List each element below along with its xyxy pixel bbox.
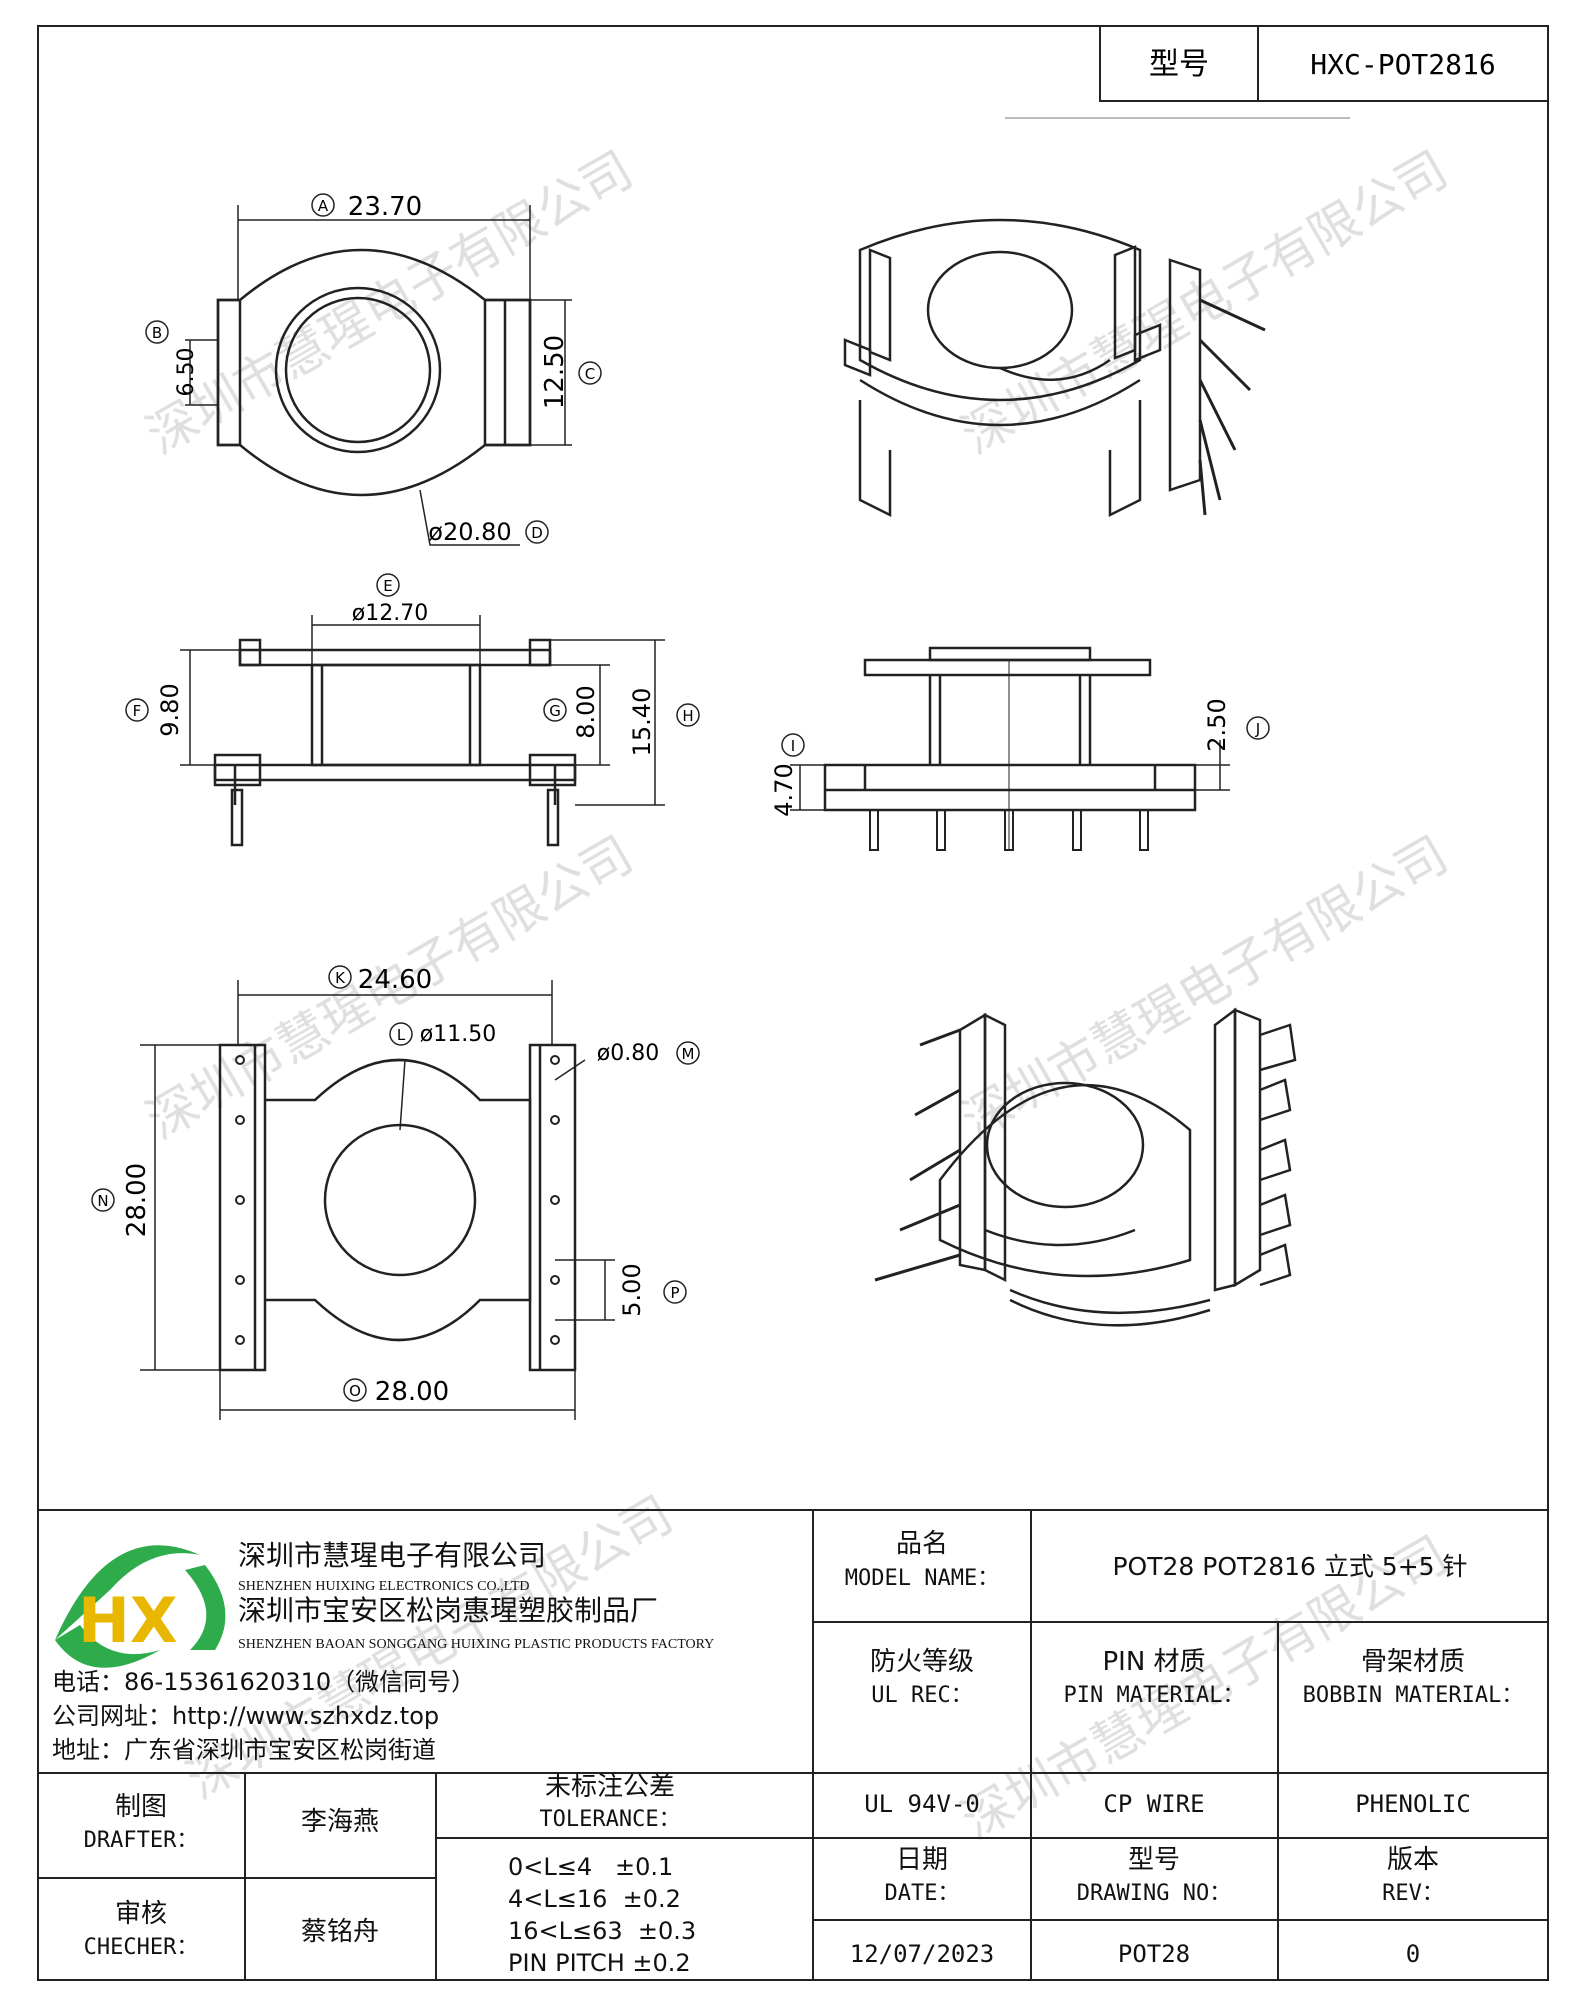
model-header-label: 型号 bbox=[1149, 47, 1209, 82]
dim-l-value: ø11.50 bbox=[420, 1022, 496, 1047]
drawing-no-label-cn: 型号 bbox=[1128, 1845, 1180, 1875]
dim-i-value: 4.70 bbox=[770, 763, 798, 816]
company-name-cn: 深圳市慧瑆电子有限公司 bbox=[238, 1539, 546, 1572]
side-view bbox=[790, 646, 1230, 851]
bobbin-material-label-en: BOBBIN MATERIAL： bbox=[1303, 1683, 1524, 1708]
dim-h-value: 15.40 bbox=[628, 688, 656, 757]
dim-l-letter: L bbox=[397, 1026, 406, 1044]
drawing-no-value: POT28 bbox=[1118, 1940, 1190, 1968]
dim-e-letter: E bbox=[383, 577, 392, 595]
dim-f-value: 9.80 bbox=[156, 683, 184, 736]
dim-i-letter: I bbox=[791, 737, 795, 755]
pin-material-label-en: PIN MATERIAL： bbox=[1064, 1683, 1245, 1708]
title-block-text: 品名 MODEL NAME： POT28 POT2816 立式 5+5 针 防火… bbox=[84, 1529, 1524, 1968]
model-header: 型号 HXC-POT2816 bbox=[1005, 25, 1549, 119]
model-name-label-cn: 品名 bbox=[896, 1529, 948, 1559]
dim-e-value: ø12.70 bbox=[352, 601, 428, 626]
checker-value: 蔡铭舟 bbox=[301, 1917, 379, 1947]
tolerance-label-en: TOLERANCE： bbox=[539, 1807, 680, 1832]
dim-m-letter: M bbox=[682, 1045, 695, 1063]
dim-d-letter: D bbox=[531, 524, 543, 542]
tolerance-label-cn: 未标注公差 bbox=[545, 1772, 675, 1802]
sheet-border bbox=[37, 25, 1549, 1981]
company-name-en: SHENZHEN HUIXING ELECTRONICS CO.,LTD bbox=[238, 1579, 530, 1594]
front-view-labels: E ø12.70 F 9.80 G 8.00 15.40 H bbox=[125, 573, 700, 757]
dim-b-value: 6.50 bbox=[174, 348, 199, 397]
dim-b-letter: B bbox=[152, 324, 162, 342]
bobbin-material-value: PHENOLIC bbox=[1355, 1790, 1471, 1818]
watermark-1: 深圳市慧瑆电子有限公司 bbox=[137, 140, 642, 465]
checker-label-en: CHECHER： bbox=[84, 1935, 199, 1960]
model-header-value: HXC-POT2816 bbox=[1310, 48, 1495, 81]
dim-g-letter: G bbox=[549, 702, 561, 720]
dim-o-letter: O bbox=[349, 1382, 361, 1400]
dim-m-value: ø0.80 bbox=[597, 1041, 659, 1066]
ul-value: UL 94V-0 bbox=[864, 1790, 980, 1818]
company-logo: HX bbox=[55, 1545, 226, 1668]
checker-label-cn: 审核 bbox=[115, 1899, 167, 1929]
dim-n-letter: N bbox=[97, 1192, 108, 1210]
dim-a-value: 23.70 bbox=[348, 192, 422, 222]
side-view-labels: I 4.70 2.50 J bbox=[770, 698, 1270, 817]
dim-d-value: ø20.80 bbox=[428, 518, 511, 546]
model-name-value: POT28 POT2816 立式 5+5 针 bbox=[1112, 1552, 1467, 1581]
dim-c-value: 12.50 bbox=[540, 335, 570, 409]
company-address: 地址：广东省深圳市宝安区松岗街道 bbox=[52, 1736, 436, 1764]
date-label-en: DATE： bbox=[885, 1881, 960, 1906]
tolerance-line: 0<L≤4 ±0.1 bbox=[508, 1853, 673, 1881]
dim-p-value: 5.00 bbox=[618, 1263, 646, 1316]
bottom-view bbox=[140, 980, 615, 1420]
rev-label-cn: 版本 bbox=[1387, 1845, 1439, 1875]
company-website: 公司网址：http://www.szhxdz.top bbox=[52, 1702, 439, 1730]
logo-text: HX bbox=[78, 1584, 178, 1657]
dim-o-value: 28.00 bbox=[375, 1377, 449, 1407]
tolerance-table: 0<L≤4 ±0.1 4<L≤16 ±0.2 16<L≤63 ±0.3 PIN … bbox=[508, 1853, 696, 1977]
tolerance-line: PIN PITCH ±0.2 bbox=[508, 1949, 691, 1977]
dim-p-letter: P bbox=[670, 1284, 679, 1302]
drawing-no-label-en: DRAWING NO： bbox=[1077, 1881, 1231, 1906]
top-view bbox=[185, 205, 572, 546]
tolerance-line: 16<L≤63 ±0.3 bbox=[508, 1917, 696, 1945]
dim-g-value: 8.00 bbox=[572, 685, 600, 738]
bobbin-material-label-cn: 骨架材质 bbox=[1361, 1647, 1465, 1677]
drafter-value: 李海燕 bbox=[301, 1807, 379, 1837]
dim-f-letter: F bbox=[133, 702, 142, 720]
date-value: 12/07/2023 bbox=[850, 1940, 995, 1968]
pin-material-value: CP WIRE bbox=[1103, 1790, 1204, 1818]
top-view-labels: A 23.70 B 6.50 C 12.50 ø20.80 D bbox=[145, 192, 602, 546]
title-block bbox=[38, 1509, 1548, 1980]
factory-name-en: SHENZHEN BAOAN SONGGANG HUIXING PLASTIC … bbox=[238, 1637, 714, 1652]
company-phone: 电话：86-15361620310（微信同号） bbox=[52, 1668, 475, 1696]
front-view bbox=[180, 615, 665, 847]
drafter-label-en: DRAFTER： bbox=[84, 1828, 199, 1853]
dim-k-value: 24.60 bbox=[358, 965, 432, 995]
dim-n-value: 28.00 bbox=[122, 1163, 152, 1237]
iso-view-top bbox=[843, 218, 1266, 518]
ul-label-en: UL REC： bbox=[871, 1683, 972, 1708]
pin-material-label-cn: PIN 材质 bbox=[1102, 1647, 1205, 1677]
rev-value: 0 bbox=[1406, 1940, 1420, 1968]
dim-a-letter: A bbox=[318, 197, 329, 215]
date-label-cn: 日期 bbox=[896, 1845, 948, 1875]
dim-j-letter: J bbox=[1255, 720, 1260, 738]
dim-c-letter: C bbox=[585, 365, 595, 383]
watermark-4: 深圳市慧瑆电子有限公司 bbox=[952, 825, 1457, 1150]
rev-label-en: REV： bbox=[1382, 1881, 1444, 1906]
tolerance-line: 4<L≤16 ±0.2 bbox=[508, 1885, 681, 1913]
drafter-label-cn: 制图 bbox=[115, 1792, 167, 1822]
model-name-label-en: MODEL NAME： bbox=[845, 1566, 999, 1591]
bottom-view-labels: K 24.60 L ø11.50 ø0.80 M N 28.00 O 28.00… bbox=[91, 965, 700, 1407]
dim-j-value: 2.50 bbox=[1203, 698, 1231, 751]
company-info: 深圳市慧瑆电子有限公司 SHENZHEN HUIXING ELECTRONICS… bbox=[52, 1539, 714, 1764]
iso-view-bottom bbox=[874, 1007, 1297, 1327]
ul-label-cn: 防火等级 bbox=[870, 1647, 974, 1677]
dim-h-letter: H bbox=[682, 707, 693, 725]
dim-k-letter: K bbox=[335, 969, 346, 987]
factory-name-cn: 深圳市宝安区松岗惠瑆塑胶制品厂 bbox=[238, 1594, 658, 1627]
